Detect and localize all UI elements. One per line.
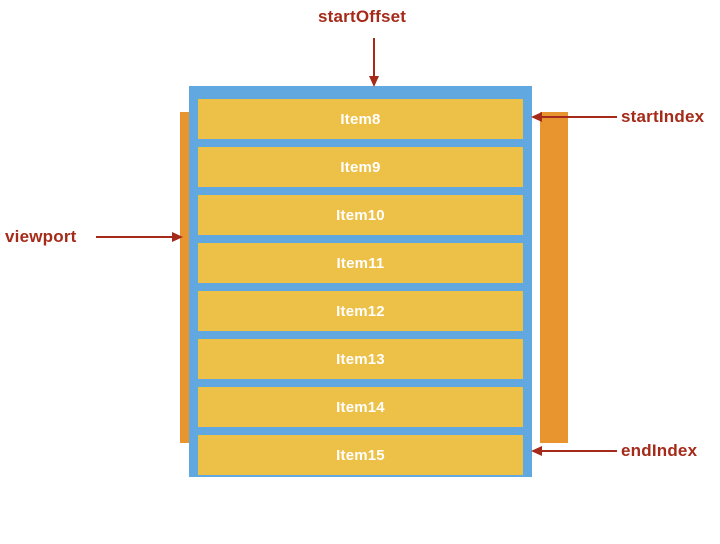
list-item[interactable]: Item13: [198, 339, 523, 379]
content-bar-right: [540, 112, 568, 443]
list-item[interactable]: Item10: [198, 195, 523, 235]
list-item[interactable]: Item12: [198, 291, 523, 331]
arrow-left-icon-startindex: [530, 110, 618, 124]
annotation-label-startoffset: startOffset: [318, 7, 407, 26]
diagram-canvas: Item8 Item9 Item10 Item11 Item12 Item13 …: [5, 7, 705, 477]
list-item[interactable]: Item11: [198, 243, 523, 283]
list-item[interactable]: Item9: [198, 147, 523, 187]
arrow-left-icon-endindex: [530, 444, 618, 458]
annotation-label-viewport: viewport: [5, 227, 77, 246]
arrow-down-icon-startoffset: [366, 38, 382, 88]
arrow-right-icon-viewport: [96, 230, 184, 244]
list-item[interactable]: Item15: [198, 435, 523, 475]
annotation-label-startindex: startIndex: [621, 107, 705, 126]
list-item[interactable]: Item8: [198, 99, 523, 139]
list-item[interactable]: Item14: [198, 387, 523, 427]
annotation-label-endindex: endIndex: [621, 441, 698, 460]
